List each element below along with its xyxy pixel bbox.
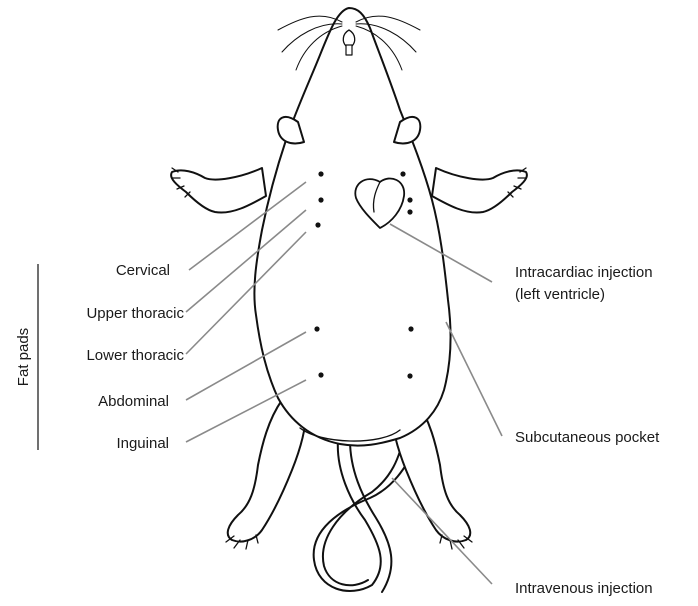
label-upper-thoracic: Upper thoracic [86,305,184,322]
label-inguinal: Inguinal [116,435,169,452]
label-abdominal: Abdominal [98,393,169,410]
fat-pad-dot-lower-thoracic-right [407,209,412,214]
fat-pads-group-label: Fat pads [15,328,32,386]
label-subcutaneous-pocket: Subcutaneous pocket [515,429,660,446]
fat-pad-dot-cervical-left [318,171,323,176]
mouse-illustration [171,8,527,592]
label-cervical: Cervical [116,262,170,279]
mouse-right-arm [432,168,527,213]
fat-pad-labels: Cervical Upper thoracic Lower thoracic A… [86,262,184,452]
label-left-ventricle: (left ventricle) [515,286,605,303]
site-labels: Intracardiac injection (left ventricle) … [515,264,660,597]
fat-pad-dot-cervical-right [400,171,405,176]
leader-subcutaneous [446,322,502,436]
label-lower-thoracic: Lower thoracic [86,347,184,364]
fat-pad-dot-abdominal-left [314,326,319,331]
mouse-tail-inner [350,440,391,592]
fat-pad-dot-inguinal-left [318,372,323,377]
fat-pad-dot-upper-thoracic-left [318,197,323,202]
fat-pad-dot-lower-thoracic-left [315,222,320,227]
label-intravenous-injection: Intravenous injection [515,580,653,597]
label-intracardiac-injection: Intracardiac injection [515,264,653,281]
mouse-left-arm [171,168,266,213]
fat-pad-dot-upper-thoracic-right [407,197,412,202]
fat-pad-dot-abdominal-right [408,326,413,331]
mouse-tail-inner-2 [323,430,405,585]
mouse-teeth [346,45,352,55]
mouse-body [254,8,450,446]
fat-pad-dot-inguinal-right [407,373,412,378]
